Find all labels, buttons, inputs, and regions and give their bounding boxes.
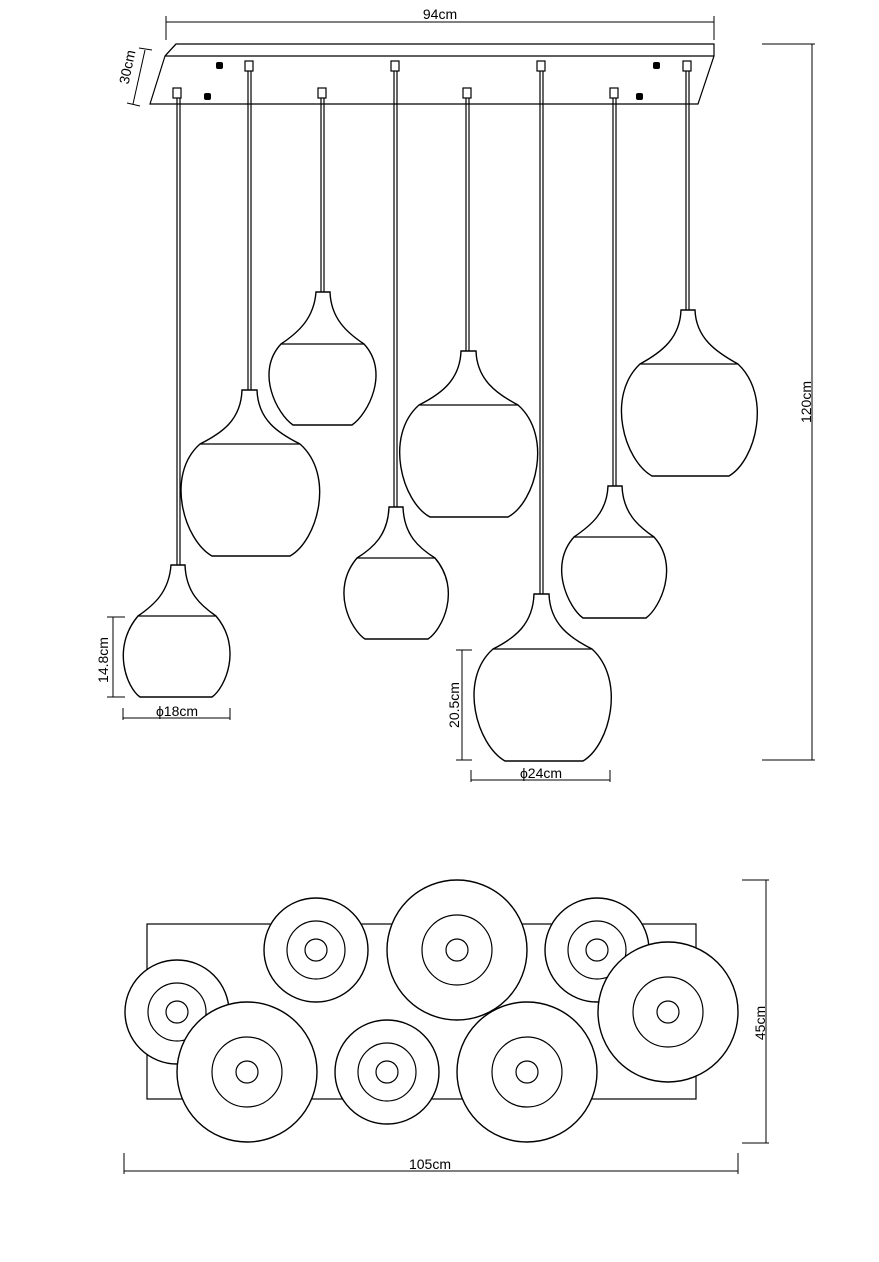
shade-small (343, 506, 450, 640)
cord-1 (172, 87, 182, 565)
suspension-cords (172, 60, 692, 594)
overall-height-dimension: 120cm (762, 43, 815, 761)
cord-6 (536, 60, 546, 594)
cord-3 (317, 87, 327, 292)
large-shade-diameter-dimension: ϕ24cm (470, 765, 611, 782)
shade-top-small (263, 897, 369, 1003)
shade-top-small (334, 1019, 440, 1125)
cord-2 (244, 60, 254, 390)
large-shade-height-label: 20.5cm (446, 682, 462, 728)
cord-5 (462, 87, 472, 351)
small-shade-diameter-label: ϕ18cm (156, 703, 198, 719)
shade-top-large (456, 1001, 598, 1143)
depth-dimension: 30cm (116, 47, 153, 107)
screw-icon (204, 93, 211, 100)
screw-icon (653, 62, 660, 69)
cord-7 (609, 87, 619, 486)
overall-height-label: 120cm (798, 381, 814, 423)
shade-large (473, 593, 612, 762)
shade-large (620, 309, 758, 477)
top-depth-dimension: 45cm (742, 879, 769, 1144)
shade-top-large (386, 879, 528, 1021)
small-shade-diameter-dimension: ϕ18cm (122, 703, 231, 720)
top-view: 45cm 105cm (123, 879, 769, 1174)
depth-label: 30cm (116, 49, 139, 86)
width-dimension: 94cm (165, 6, 715, 40)
shade-large (398, 350, 539, 518)
shade-small (122, 564, 231, 698)
shades (122, 291, 758, 762)
shade-top-large (597, 941, 739, 1083)
shade-top-large (176, 1001, 318, 1143)
canopy (149, 43, 715, 105)
top-width-label: 105cm (409, 1156, 451, 1172)
shade-large (180, 389, 321, 557)
side-view: 94cm 30cm (95, 6, 815, 782)
shade-small (560, 485, 668, 619)
screw-icon (636, 93, 643, 100)
top-depth-label: 45cm (752, 1006, 768, 1040)
shade-small (268, 291, 377, 426)
screw-icon (216, 62, 223, 69)
cord-8 (682, 60, 692, 310)
large-shade-diameter-label: ϕ24cm (520, 765, 562, 781)
cord-4 (390, 60, 400, 507)
small-shade-height-label: 14.8cm (95, 637, 111, 683)
width-label: 94cm (423, 6, 457, 22)
top-width-dimension: 105cm (123, 1153, 739, 1174)
large-shade-height-dimension: 20.5cm (446, 649, 472, 761)
small-shade-height-dimension: 14.8cm (95, 616, 125, 698)
